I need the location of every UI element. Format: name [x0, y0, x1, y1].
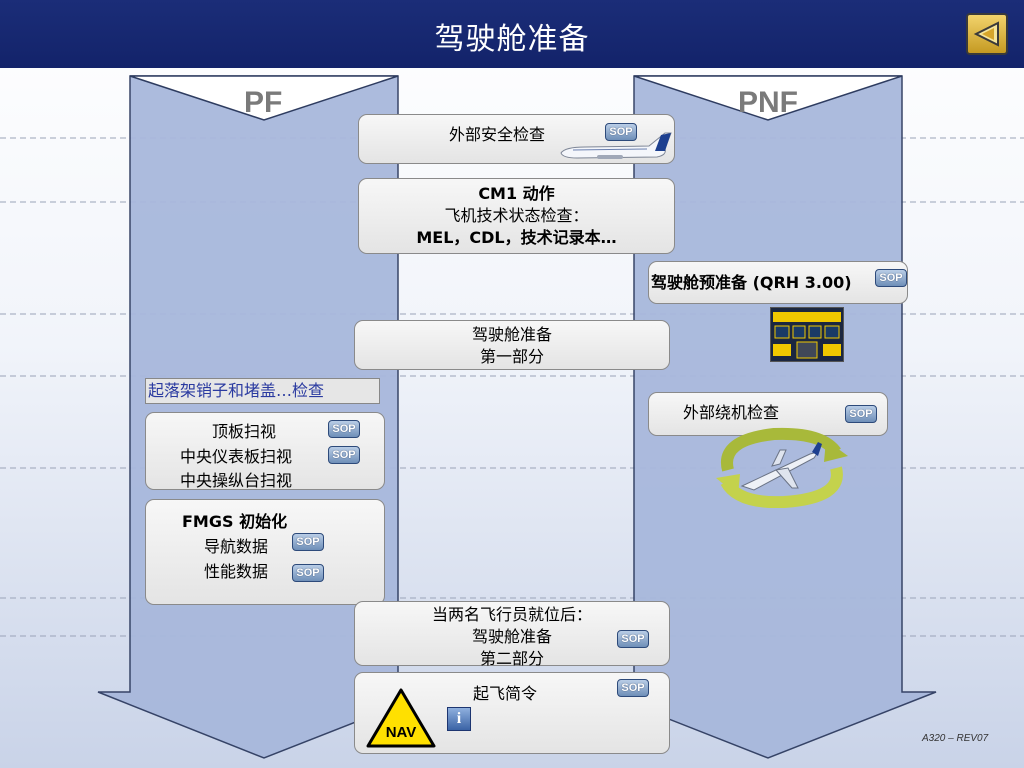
cm1-docs-label: MEL，CDL，技术记录本… — [416, 228, 617, 247]
nav-warning-icon[interactable]: NAV — [366, 688, 436, 748]
preliminary-cockpit-prep-label: 驾驶舱预准备 (QRH 3.00) — [651, 273, 852, 292]
sop-button-exterior-safety[interactable]: SOP — [605, 123, 637, 141]
info-icon[interactable]: i — [447, 707, 471, 731]
page-title: 驾驶舱准备 — [434, 22, 590, 57]
sop-button-takeoff-briefing[interactable]: SOP — [617, 679, 649, 697]
pf-arrow-notch — [129, 75, 399, 121]
sop-button-cockpit-prep-part2[interactable]: SOP — [617, 630, 649, 648]
pnf-arrow-notch — [633, 75, 903, 121]
sop-button-overhead-scan[interactable]: SOP — [328, 420, 360, 438]
pedestal-scan-label: 中央操纵台扫视 — [180, 471, 293, 490]
takeoff-briefing-label: 起飞简令 — [473, 684, 538, 703]
pf-label: PF — [244, 86, 283, 119]
exterior-walkaround-label: 外部绕机检查 — [683, 403, 780, 422]
back-triangle-icon — [973, 21, 999, 47]
center-panel-scan-label: 中央仪表板扫视 — [180, 447, 293, 466]
nav-data-label: 导航数据 — [204, 537, 269, 556]
cockpit-prep-part1-box[interactable]: 驾驶舱准备 第一部分 — [354, 320, 670, 370]
cm1-tech-status-label: 飞机技术状态检查： — [444, 206, 589, 225]
sop-button-perf-data[interactable]: SOP — [292, 564, 324, 582]
sop-button-nav-data[interactable]: SOP — [292, 533, 324, 551]
panel-scan-box[interactable]: 顶板扫视 中央仪表板扫视 中央操纵台扫视 SOP SOP — [145, 412, 385, 490]
cockpit-prep-part1-subtitle: 第一部分 — [479, 347, 544, 366]
cockpit-prep-part2-title: 驾驶舱准备 — [471, 627, 552, 646]
preliminary-cockpit-prep-box[interactable]: 驾驶舱预准备 (QRH 3.00) SOP — [648, 261, 908, 304]
back-button[interactable] — [966, 13, 1008, 55]
sop-button-center-panel-scan[interactable]: SOP — [328, 446, 360, 464]
cm1-actions-title: CM1 动作 — [478, 184, 555, 203]
sop-button-walkaround[interactable]: SOP — [845, 405, 877, 423]
cockpit-thumbnail-icon[interactable] — [770, 307, 844, 362]
pilots-seated-label: 当两名飞行员就位后： — [431, 605, 592, 624]
pnf-label: PNF — [738, 86, 798, 119]
landing-gear-pins-check-link[interactable]: 起落架销子和堵盖…检查 — [145, 378, 380, 404]
overhead-scan-label: 顶板扫视 — [212, 422, 277, 441]
exterior-safety-check-box[interactable]: 外部安全检查 SOP — [358, 114, 675, 164]
perf-data-label: 性能数据 — [204, 562, 269, 581]
nav-label: NAV — [386, 724, 417, 741]
sop-button-preliminary[interactable]: SOP — [875, 269, 907, 287]
header-bar: 驾驶舱准备 — [0, 0, 1024, 68]
fmgs-init-box[interactable]: FMGS 初始化 导航数据 性能数据 SOP SOP — [145, 499, 385, 605]
cm1-actions-box[interactable]: CM1 动作 飞机技术状态检查： MEL，CDL，技术记录本… — [358, 178, 675, 254]
exterior-safety-check-label: 外部安全检查 — [449, 125, 546, 144]
fmgs-init-title: FMGS 初始化 — [182, 512, 288, 531]
walkaround-arrows-icon — [716, 427, 848, 508]
cockpit-prep-part2-box[interactable]: 当两名飞行员就位后： 驾驶舱准备 第二部分 SOP — [354, 601, 670, 668]
cockpit-photo — [773, 312, 841, 359]
exterior-walkaround-box[interactable]: 外部绕机检查 SOP — [648, 392, 888, 436]
cockpit-prep-part1-title: 驾驶舱准备 — [471, 325, 552, 344]
aircraft-icon — [560, 132, 672, 159]
cockpit-prep-part2-subtitle: 第二部分 — [479, 649, 544, 668]
footer-revision: A320 – REV07 — [922, 733, 989, 744]
